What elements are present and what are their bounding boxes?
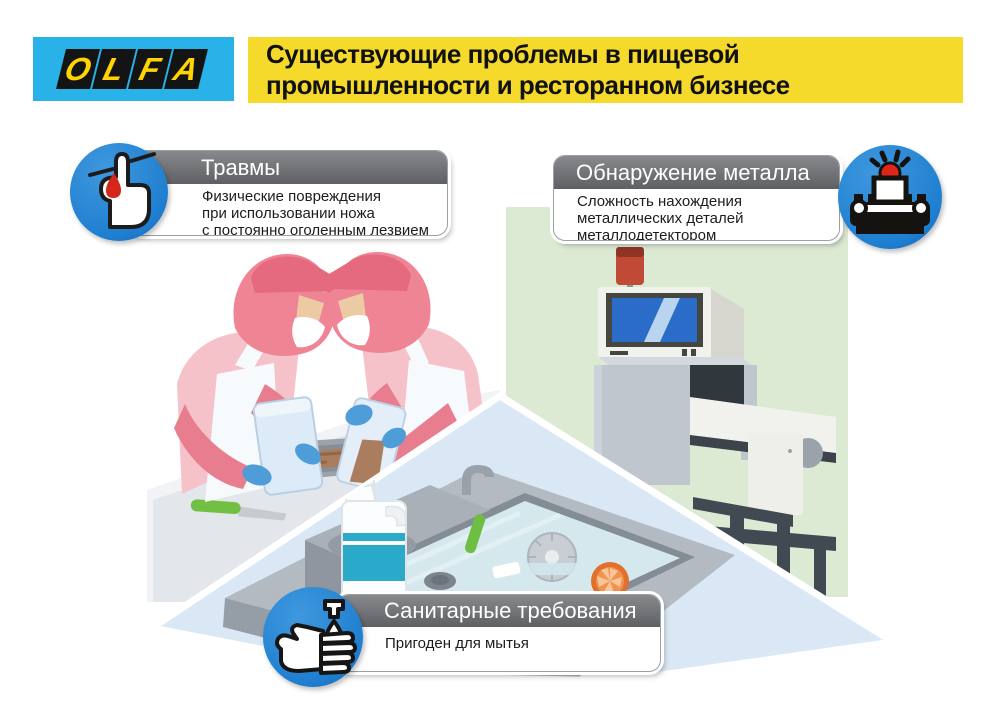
- cut-finger-icon: [88, 152, 156, 229]
- worker-left: [174, 254, 340, 502]
- metal-detector-icon: [850, 149, 930, 234]
- callout-metal-line1: Сложность нахождения: [577, 193, 742, 210]
- page-title-line1: Существующие проблемы в пищевой: [266, 39, 740, 69]
- injuries-badge: [70, 143, 168, 241]
- olfa-logo-blocks: O L F A: [56, 49, 209, 89]
- callout-sanitary-title: Санитарные требования: [384, 598, 637, 623]
- callout-metal-detection-title: Обнаружение металла: [576, 159, 810, 185]
- callout-sanitary-header: Санитарные требования: [338, 595, 660, 627]
- callout-sanitary-line1: Пригоден для мытья: [385, 635, 529, 652]
- callout-injuries-line1: Физические повреждения: [202, 188, 382, 205]
- rotary-blade: [526, 532, 578, 582]
- olfa-logo: O L F A: [33, 37, 234, 101]
- olfa-logo-graphic: O L F A: [56, 49, 209, 89]
- hand-washing-icon: [275, 599, 357, 675]
- callout-injuries: Травмы Физические повреждения при исполь…: [130, 150, 448, 236]
- callout-injuries-line3: с постоянно оголенным лезвием: [202, 222, 429, 236]
- callout-metal-detection-body: Сложность нахождения металлических детал…: [554, 189, 839, 241]
- callout-metal-line3: металлодетектором: [577, 227, 717, 241]
- workers-scene-illustration: [147, 252, 500, 602]
- callout-injuries-line2: при использовании ножа: [202, 205, 375, 222]
- callout-injuries-title: Травмы: [201, 154, 281, 180]
- sanitary-badge: [263, 587, 363, 687]
- callout-sanitary: Санитарные требования Пригоден для мытья: [337, 594, 661, 672]
- knife: [190, 499, 287, 521]
- sink-items: [424, 514, 629, 600]
- page-title: Существующие проблемы в пищевой промышле…: [248, 37, 963, 103]
- callout-metal-detection-header: Обнаружение металла: [554, 156, 839, 189]
- callout-metal-line2: металлических деталей: [577, 210, 744, 227]
- faucet: [462, 465, 494, 495]
- page-title-line2: промышленности и ресторанном бизнесе: [266, 70, 790, 100]
- callout-injuries-header: Травмы: [131, 151, 447, 184]
- callout-metal-detection: Обнаружение металла Сложность нахождения…: [553, 155, 840, 241]
- metal-detection-badge: [838, 145, 942, 249]
- callout-sanitary-body: Пригоден для мытья: [338, 627, 660, 652]
- orange-slice: [591, 562, 629, 600]
- plastic-bag-left: [252, 396, 324, 496]
- workers-scene: [147, 232, 500, 602]
- callout-injuries-body: Физические повреждения при использовании…: [131, 184, 447, 236]
- control-monitor: [598, 287, 744, 377]
